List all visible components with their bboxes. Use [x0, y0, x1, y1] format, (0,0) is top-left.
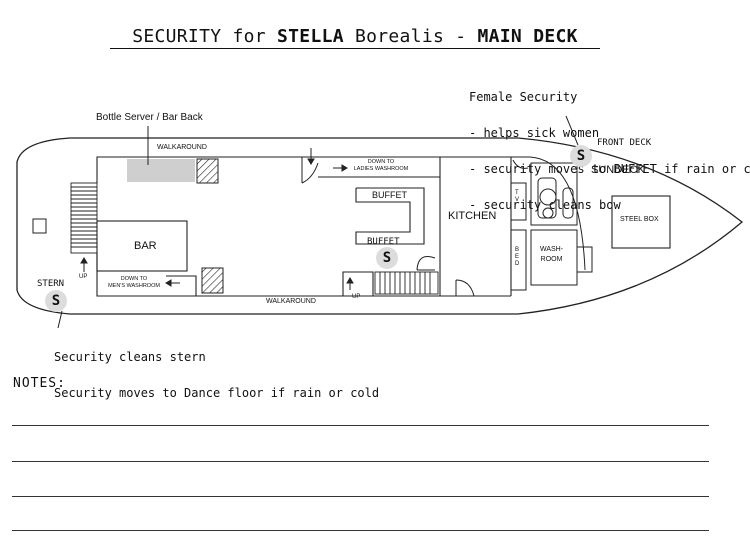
- buffet-station-label: BUFFET: [367, 237, 400, 247]
- down-ladies-line2: LADIES WASHROOM: [353, 166, 409, 172]
- tv-label: T V: [515, 190, 520, 203]
- walkaround-bottom-label: WALKAROUND: [266, 298, 316, 305]
- bar-counter: [96, 220, 188, 272]
- down-ladies-label: DOWN TO LADIES WASHROOM: [349, 159, 413, 173]
- notes-line[interactable]: [12, 496, 709, 497]
- bed-label: B E D: [515, 247, 520, 267]
- front-deck-label: FRONT DECK: [597, 138, 652, 148]
- up-arrow-bottom-icon: [346, 277, 354, 290]
- washroom-line2: ROOM: [540, 256, 563, 263]
- stern-label: STERN: [37, 279, 65, 289]
- down-ladies-line1: DOWN TO: [367, 159, 395, 165]
- stern-security-leader: [57, 310, 63, 329]
- female-security-item: - helps sick women: [469, 126, 600, 140]
- buffet-counter: [355, 187, 425, 245]
- buffet-room-label: BUFFET: [372, 190, 407, 200]
- up-bottom-label: UP: [352, 294, 361, 300]
- female-security-heading: Female Security: [469, 90, 578, 104]
- kitchen-door-swing: [416, 256, 475, 297]
- stern-hatch: [32, 218, 47, 234]
- security-marker-bow: S: [570, 145, 592, 167]
- down-mens-label: DOWN TO MEN'S WASHROOM: [104, 276, 164, 290]
- bow-security-leader: [565, 115, 579, 146]
- walkaround-top-label: WALKAROUND: [157, 144, 207, 151]
- title-deck: MAIN DECK: [477, 26, 578, 47]
- up-left-label: UP: [79, 274, 88, 280]
- notes-line[interactable]: [12, 530, 709, 531]
- left-arrow-mens-icon: [165, 279, 180, 287]
- page-title: SECURITY for STELLA Borealis - MAIN DECK: [0, 26, 710, 47]
- title-prefix: SECURITY for: [132, 26, 278, 47]
- right-arrow-ladies-icon: [333, 164, 348, 172]
- notes-line[interactable]: [12, 461, 709, 462]
- bar-label: BAR: [134, 240, 157, 252]
- female-security-notes: Female Security - helps sick women - sec…: [469, 67, 750, 223]
- title-ship-rest: Borealis -: [343, 26, 478, 47]
- stern-note: Security cleans stern: [54, 350, 206, 364]
- female-security-item: - security moves to BUFFET if rain or co…: [469, 162, 750, 176]
- down-mens-line1: DOWN TO: [120, 276, 148, 282]
- sundeck-label: SUNDECK: [591, 164, 645, 176]
- title-underline: [110, 48, 600, 49]
- bottle-server-label: Bottle Server / Bar Back: [96, 112, 203, 123]
- stairs-left: [70, 182, 98, 254]
- female-security-item: - security cleans bow: [469, 198, 621, 212]
- stairs-buffet: [374, 271, 439, 295]
- notes-line[interactable]: [12, 425, 709, 426]
- title-ship-bold: STELLA: [277, 26, 344, 47]
- steel-box: [611, 195, 671, 249]
- hull-outline: [16, 137, 744, 315]
- pillar-top: [196, 158, 219, 184]
- up-arrow-left-icon: [80, 257, 88, 272]
- down-arrow-icon: [307, 148, 315, 165]
- washroom-label: WASH- ROOM: [540, 245, 563, 265]
- security-marker-buffet: S: [376, 247, 398, 269]
- notes-heading: NOTES:: [13, 376, 66, 391]
- door-swing-top: [301, 157, 319, 184]
- stern-note: Security moves to Dance floor if rain or…: [54, 386, 380, 400]
- fore-cabin: [510, 156, 593, 291]
- kitchen-label: KITCHEN: [448, 210, 497, 222]
- security-marker-stern: S: [45, 290, 67, 312]
- stern-security-notes: Security cleans stern Security moves to …: [54, 327, 379, 411]
- down-mens-line2: MEN'S WASHROOM: [108, 283, 160, 289]
- steel-box-label: STEEL BOX: [620, 216, 659, 223]
- washroom-line1: WASH-: [540, 246, 564, 253]
- bottle-server-zone: [127, 159, 195, 182]
- pillar-bottom: [201, 267, 224, 294]
